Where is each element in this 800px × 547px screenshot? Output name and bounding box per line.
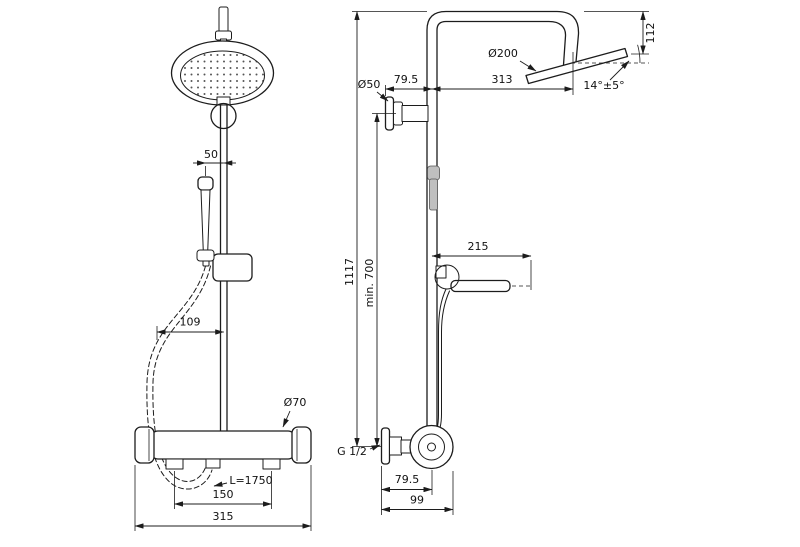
dim-handle-diameter: Ø70 bbox=[282, 396, 307, 428]
left-inlet bbox=[165, 458, 184, 470]
dim-arm-reach-label: 313 bbox=[492, 73, 513, 86]
dim-total-width-label: 315 bbox=[213, 510, 234, 523]
dim-head-angle: 14°±5° bbox=[571, 44, 649, 92]
dim-rail-offset: 50 bbox=[193, 148, 236, 176]
dim-flange-diameter-label: Ø50 bbox=[358, 78, 381, 91]
overhead-shower-front bbox=[170, 40, 275, 106]
dim-total-height: 1117 bbox=[343, 11, 427, 447]
dim-hose-length: L=1750 bbox=[213, 474, 273, 487]
dim-total-height-label: 1117 bbox=[343, 258, 356, 286]
dim-handshower-offset: 109 bbox=[156, 316, 225, 340]
dim-inlet-spacing: 150 bbox=[174, 471, 272, 509]
front-view: 50 109 bbox=[134, 6, 312, 531]
dim-arm-reach: 313 bbox=[431, 52, 574, 95]
dim-head-diameter: Ø200 bbox=[488, 47, 537, 72]
dim-connection-thread: G 1/2 bbox=[337, 444, 381, 458]
dim-head-height-label: 112 bbox=[644, 23, 657, 44]
dim-wall-offset-bottom-label: 79.5 bbox=[395, 473, 420, 486]
dim-rail-offset-label: 50 bbox=[204, 148, 218, 161]
dim-handshower-reach: 215 bbox=[431, 240, 532, 290]
right-handle bbox=[291, 426, 312, 464]
dim-total-depth: 99 bbox=[381, 471, 454, 515]
dim-flange-diameter: Ø50 bbox=[358, 78, 389, 102]
dim-head-height: 112 bbox=[584, 11, 657, 55]
right-inlet bbox=[262, 458, 281, 470]
dim-wall-offset-top: 79.5 bbox=[385, 73, 433, 96]
dim-hose-length-label: L=1750 bbox=[229, 474, 272, 487]
left-handle bbox=[134, 426, 155, 464]
dim-handshower-offset-label: 109 bbox=[180, 316, 201, 329]
dim-inlet-spacing-label: 150 bbox=[213, 488, 234, 501]
dim-handshower-reach-label: 215 bbox=[468, 240, 489, 253]
rail-connector bbox=[216, 96, 231, 106]
dim-min-mount-height-label: min. 700 bbox=[363, 259, 376, 308]
spray-face bbox=[180, 50, 265, 101]
mixer-valve-front bbox=[134, 426, 312, 470]
dim-head-diameter-label: Ø200 bbox=[488, 47, 518, 60]
hand-shower-side bbox=[434, 264, 531, 293]
holder-ring bbox=[434, 264, 460, 290]
mixer-valve-side bbox=[380, 424, 454, 470]
hose-outlet bbox=[205, 458, 221, 469]
dim-total-width: 315 bbox=[134, 465, 312, 531]
dim-wall-offset-top-label: 79.5 bbox=[394, 73, 419, 86]
dim-min-mount-height: min. 700 bbox=[363, 113, 396, 447]
dim-wall-offset-bottom: 79.5 bbox=[381, 466, 433, 515]
dim-connection-thread-label: G 1/2 bbox=[337, 445, 367, 458]
side-view: Ø200 112 14°±5° Ø50 bbox=[337, 10, 657, 515]
riser-pipe-side bbox=[426, 10, 580, 448]
overhead-shower-side bbox=[525, 47, 629, 85]
decor-ring bbox=[210, 102, 237, 130]
slider-bracket-front bbox=[196, 249, 253, 282]
dim-head-angle-label: 14°±5° bbox=[583, 79, 624, 92]
dim-total-depth-label: 99 bbox=[410, 494, 424, 507]
dim-handle-diameter-label: Ø70 bbox=[284, 396, 307, 409]
wall-flange bbox=[380, 427, 391, 465]
shower-hose-front bbox=[146, 265, 213, 490]
hand-shower-stowed bbox=[427, 165, 440, 211]
shower-hose-side bbox=[432, 288, 450, 439]
